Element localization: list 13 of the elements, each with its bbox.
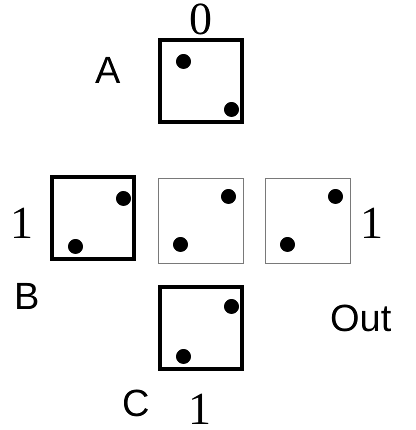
value-label: 0 <box>189 0 212 42</box>
value-label: 1 <box>360 200 383 246</box>
letter-label: B <box>14 278 40 316</box>
letter-label: A <box>95 52 120 90</box>
square-tile <box>158 38 244 124</box>
square-tile <box>50 175 136 261</box>
value-label: 1 <box>188 386 211 430</box>
letter-label: C <box>122 385 150 423</box>
square-tile <box>158 178 244 264</box>
square-tile <box>158 285 244 371</box>
value-label: 1 <box>10 200 33 246</box>
square-tile <box>265 178 351 264</box>
letter-label: Out <box>330 300 392 338</box>
